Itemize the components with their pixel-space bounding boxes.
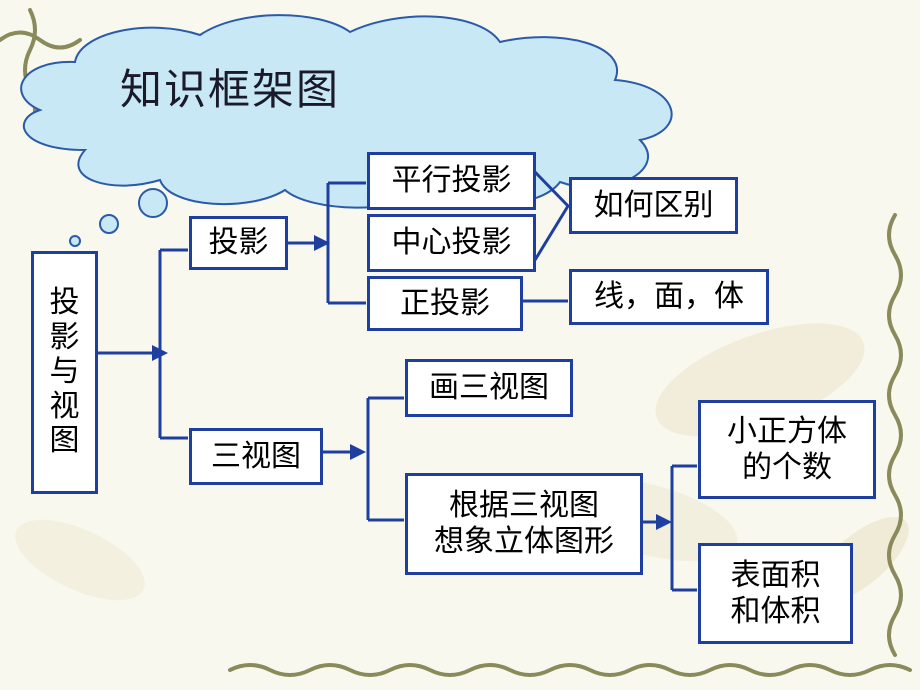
root-label-char-2: 与 [49, 354, 80, 390]
root-label-char-0: 投 [49, 285, 80, 321]
node-three-views: 三视图 [189, 428, 323, 485]
root-node-projection-and-views: 投影与视图 [31, 251, 98, 494]
arrowheads [152, 235, 672, 530]
vine-decoration [0, 8, 912, 677]
root-label-char-1: 影 [49, 319, 80, 355]
node-how-to-distinguish: 如何区别 [569, 177, 738, 234]
node-projection: 投影 [189, 216, 288, 270]
node-parallel-projection: 平行投影 [367, 152, 536, 210]
node-imagine-solid-from-views: 根据三视图 想象立体图形 [405, 473, 643, 575]
node-draw-three-views: 画三视图 [405, 359, 573, 417]
node-surface-area-and-volume: 表面积 和体积 [698, 543, 853, 644]
page-title: 知识框架图 [120, 65, 341, 114]
node-central-projection: 中心投影 [367, 214, 536, 272]
node-number-of-cubes: 小正方体 的个数 [698, 400, 876, 499]
connector-lines [97, 170, 697, 592]
thought-bubble-small [69, 235, 81, 247]
root-label-char-4: 图 [49, 423, 80, 459]
node-line-face-solid: 线，面，体 [569, 269, 769, 325]
thought-bubble-large [138, 188, 168, 218]
root-label-char-3: 视 [49, 388, 80, 424]
node-orthographic-projection: 正投影 [367, 276, 523, 331]
thought-bubble-medium [99, 214, 119, 234]
